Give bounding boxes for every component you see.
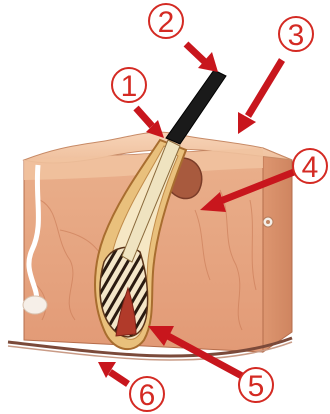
callout-2-number: 2 — [158, 6, 175, 39]
callout-4-number: 4 — [302, 151, 319, 184]
hair-shaft — [166, 70, 226, 144]
callout-2: 2 — [149, 4, 183, 39]
callout-6: 6 — [130, 377, 164, 412]
callout-5-number: 5 — [248, 370, 265, 403]
callout-3-number: 3 — [288, 19, 305, 52]
callout-1-number: 1 — [121, 70, 138, 103]
callout-6-number: 6 — [139, 379, 156, 412]
arrow-3 — [238, 60, 282, 134]
arrow-6 — [98, 362, 128, 384]
side-gland — [263, 217, 273, 227]
callout-5: 5 — [239, 368, 273, 403]
callout-4: 4 — [293, 149, 327, 184]
callout-3: 3 — [279, 17, 313, 52]
callout-1: 1 — [112, 68, 146, 103]
arrow-2 — [186, 44, 218, 72]
